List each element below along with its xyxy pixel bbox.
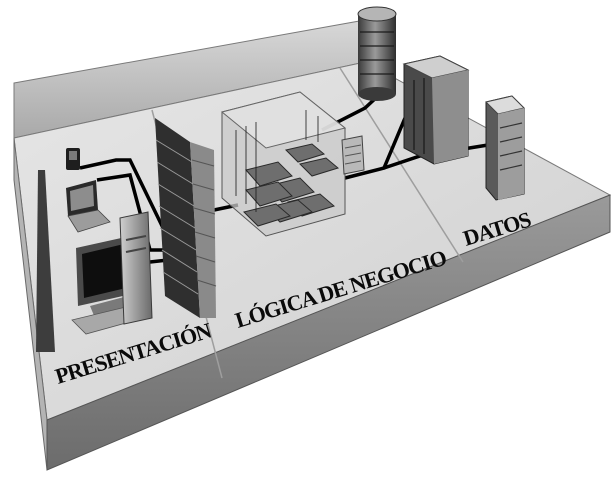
pda-icon	[66, 148, 80, 170]
desktop-tower	[120, 212, 152, 324]
rack-server-icon	[404, 56, 468, 164]
database-cylinder-icon	[358, 7, 396, 101]
storage-tower-icon	[486, 96, 524, 200]
